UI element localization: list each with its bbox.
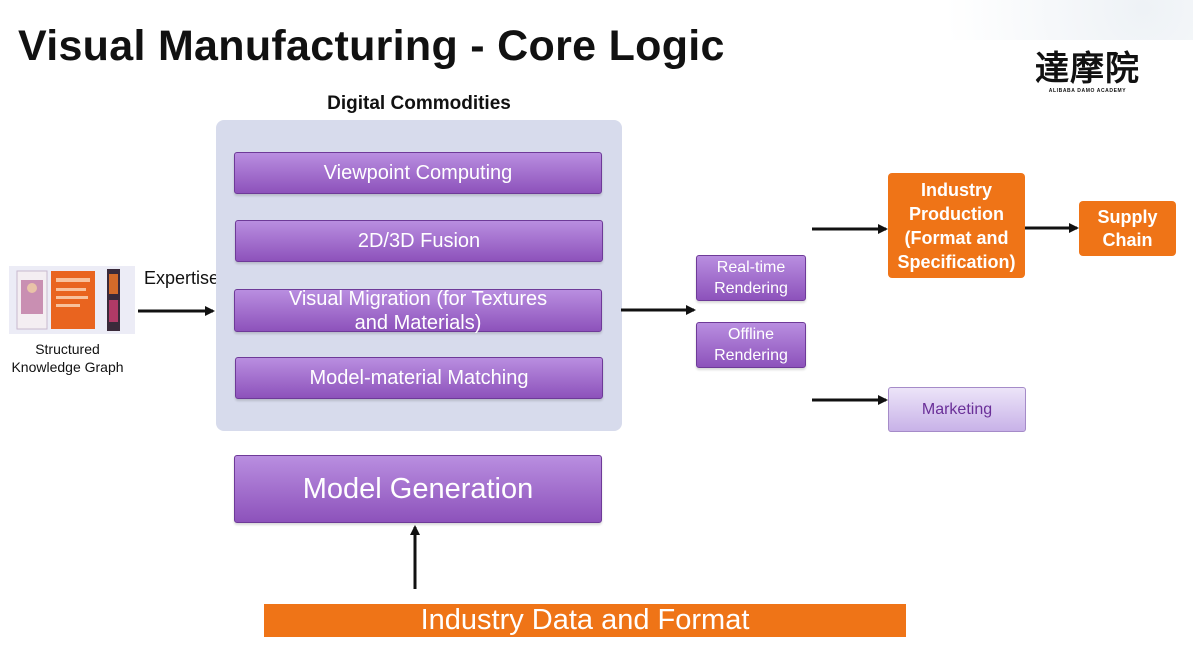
visual-migration-box: Visual Migration (for Textures and Mater… xyxy=(234,288,602,334)
logo-subtitle: ALIBABA DAMO ACADEMY xyxy=(1048,88,1127,94)
knowledge-graph-thumbnail xyxy=(9,266,135,334)
caption-line-2: Knowledge Graph xyxy=(11,359,124,375)
logo-mark: 達摩院 xyxy=(1035,49,1140,89)
fusion-2d-3d-box: 2D/3D Fusion xyxy=(235,220,603,262)
knowledge-graph-caption: Structured Knowledge Graph xyxy=(0,340,135,376)
offline-rendering-box: Offline Rendering xyxy=(696,322,806,368)
digital-commodities-title: Digital Commodities xyxy=(327,93,511,114)
industry-production-box: Industry Production (Format and Specific… xyxy=(888,173,1025,278)
corner-texture xyxy=(863,0,1193,40)
caption-line-1: Structured xyxy=(35,341,100,357)
model-generation-box: Model Generation xyxy=(234,455,602,523)
realtime-rendering-box: Real-time Rendering xyxy=(696,255,806,301)
expertise-label: Expertise xyxy=(144,268,220,288)
supply-chain-box: Supply Chain xyxy=(1079,201,1176,256)
marketing-box: Marketing xyxy=(888,387,1026,432)
damo-academy-logo: 達摩院 ALIBABA DAMO ACADEMY xyxy=(1030,50,1145,102)
slide-title: Visual Manufacturing - Core Logic xyxy=(18,22,725,70)
industry-data-bar: Industry Data and Format xyxy=(264,604,906,637)
model-material-matching-box: Model-material Matching xyxy=(235,357,603,399)
viewpoint-computing-box: Viewpoint Computing xyxy=(234,152,602,194)
knowledge-graph-image xyxy=(9,266,135,334)
